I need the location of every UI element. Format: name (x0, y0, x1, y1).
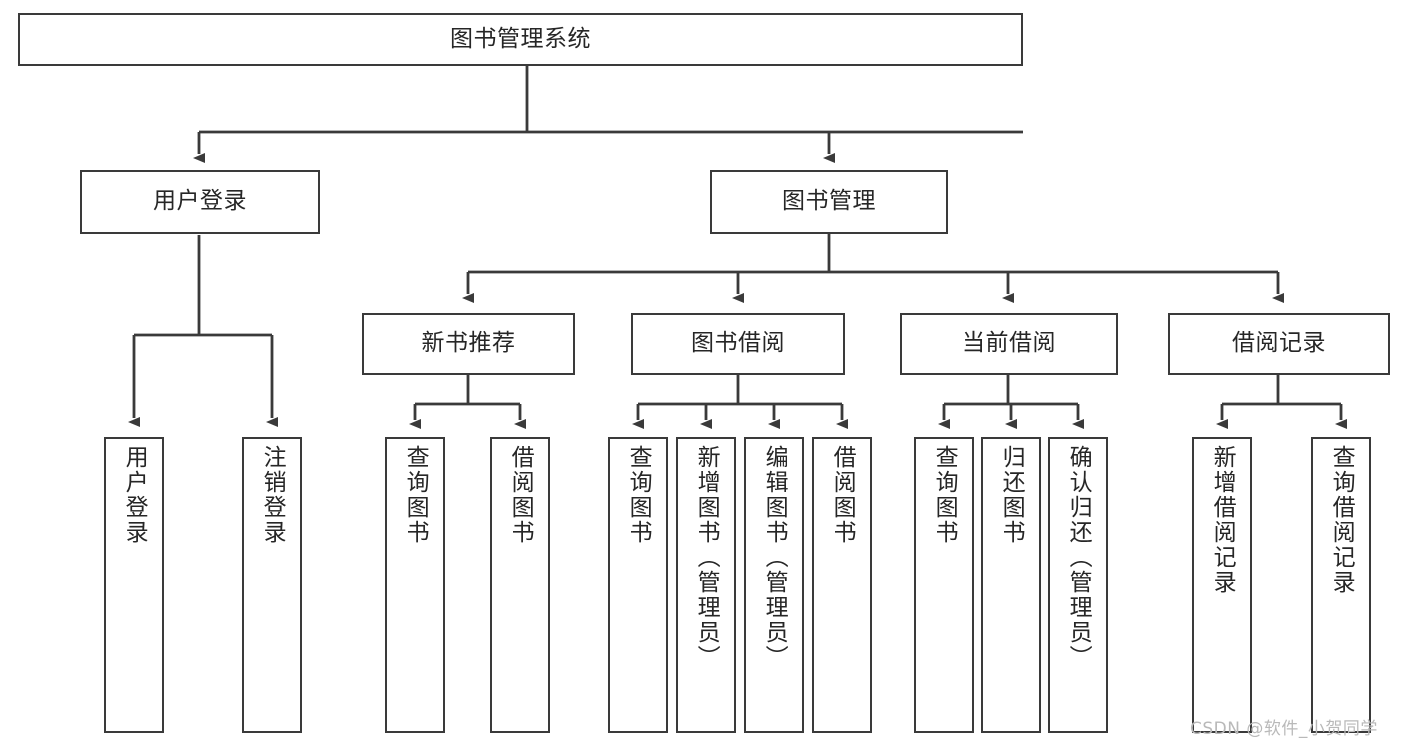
node-leaf-confirm-return-label: 确认归还（管理员） (1065, 445, 1092, 670)
node-leaf-edit-book[interactable]: 编辑图书（管理员） (744, 437, 804, 733)
node-leaf-query-book-3-label: 查询图书 (931, 445, 958, 545)
node-leaf-return-book-label: 归还图书 (998, 445, 1025, 545)
node-leaf-add-book-label: 新增图书（管理员） (693, 445, 720, 670)
node-leaf-borrow-book-2-label: 借阅图书 (829, 445, 856, 545)
node-leaf-confirm-return[interactable]: 确认归还（管理员） (1048, 437, 1108, 733)
node-current-borrow[interactable]: 当前借阅 (900, 313, 1118, 375)
watermark-text: CSDN @软件_小贺同学 (1190, 719, 1378, 739)
node-leaf-add-record[interactable]: 新增借阅记录 (1192, 437, 1252, 733)
node-book-borrow-label: 图书借阅 (691, 330, 785, 357)
node-leaf-logout-login-label: 注销登录 (259, 445, 286, 545)
node-leaf-borrow-book-1-label: 借阅图书 (507, 445, 534, 545)
node-root-label: 图书管理系统 (450, 25, 591, 52)
node-leaf-query-book-1[interactable]: 查询图书 (385, 437, 445, 733)
node-borrow-record-label: 借阅记录 (1232, 330, 1326, 357)
node-leaf-logout-login[interactable]: 注销登录 (242, 437, 302, 733)
node-leaf-add-record-label: 新增借阅记录 (1209, 445, 1236, 595)
node-leaf-return-book[interactable]: 归还图书 (981, 437, 1041, 733)
node-leaf-add-book[interactable]: 新增图书（管理员） (676, 437, 736, 733)
node-user-login[interactable]: 用户登录 (80, 170, 320, 234)
node-book-borrow[interactable]: 图书借阅 (631, 313, 845, 375)
node-leaf-borrow-book-1[interactable]: 借阅图书 (490, 437, 550, 733)
node-current-borrow-label: 当前借阅 (962, 330, 1056, 357)
node-new-book-recommend[interactable]: 新书推荐 (362, 313, 575, 375)
node-leaf-user-login-label: 用户登录 (121, 445, 148, 545)
node-leaf-query-record-label: 查询借阅记录 (1328, 445, 1355, 595)
node-book-manage-label: 图书管理 (782, 188, 876, 215)
node-leaf-query-book-2[interactable]: 查询图书 (608, 437, 668, 733)
node-leaf-query-book-3[interactable]: 查询图书 (914, 437, 974, 733)
node-new-book-recommend-label: 新书推荐 (421, 330, 516, 357)
node-leaf-query-book-1-label: 查询图书 (402, 445, 429, 545)
node-leaf-borrow-book-2[interactable]: 借阅图书 (812, 437, 872, 733)
node-borrow-record[interactable]: 借阅记录 (1168, 313, 1390, 375)
node-leaf-edit-book-label: 编辑图书（管理员） (761, 445, 788, 670)
node-leaf-user-login[interactable]: 用户登录 (104, 437, 164, 733)
node-root[interactable]: 图书管理系统 (18, 13, 1023, 66)
node-leaf-query-record[interactable]: 查询借阅记录 (1311, 437, 1371, 733)
node-user-login-label: 用户登录 (153, 188, 247, 215)
node-leaf-query-book-2-label: 查询图书 (625, 445, 652, 545)
node-book-manage[interactable]: 图书管理 (710, 170, 948, 234)
